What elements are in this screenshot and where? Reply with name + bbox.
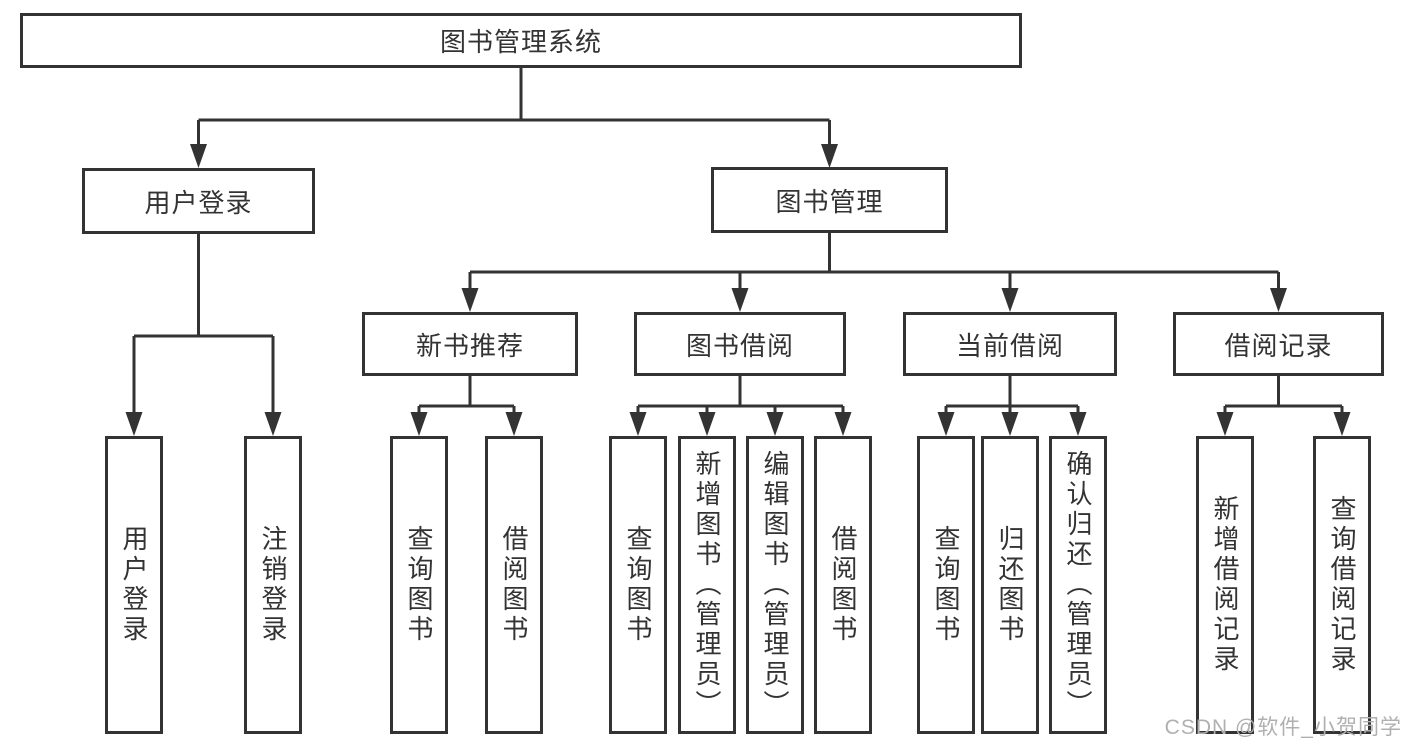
node-label: 图书管理 [775, 186, 884, 217]
node-add-borrow-record: 新增借阅记录 [1196, 436, 1254, 734]
node-label: 用户登录 [144, 187, 253, 218]
node-label: 借阅图书 [499, 525, 529, 645]
node-label: 查询图书 [623, 525, 653, 645]
node-label: 当前借阅 [955, 330, 1064, 361]
node-label: 借阅图书 [828, 525, 858, 645]
arrowhead [505, 412, 523, 436]
arrowhead [766, 412, 784, 436]
arrowhead [1333, 412, 1351, 436]
node-label: 查询借阅记录 [1327, 495, 1357, 675]
arrowhead [461, 288, 479, 312]
node-logout-action: 注销登录 [244, 436, 302, 734]
node-return-books: 归还图书 [981, 436, 1039, 734]
node-query-books-current: 查询图书 [917, 436, 975, 734]
arrowhead [937, 412, 955, 436]
arrowhead [125, 412, 143, 436]
node-borrow-books-recommend: 借阅图书 [485, 436, 543, 734]
node-add-books-admin: 新增图书（管理员） [678, 436, 736, 734]
arrowhead [410, 412, 428, 436]
arrowhead [1069, 412, 1087, 436]
arrowhead [1216, 412, 1234, 436]
arrowhead [629, 412, 647, 436]
node-confirm-return-admin: 确认归还（管理员） [1049, 436, 1107, 734]
arrowhead [834, 412, 852, 436]
arrowhead [1001, 412, 1019, 436]
node-label: 用户登录 [119, 525, 149, 645]
node-query-books-borrowing: 查询图书 [609, 436, 667, 734]
arrowhead [821, 144, 838, 168]
node-book-management: 图书管理 [711, 167, 948, 233]
watermark: CSDN @软件_小贺同学 [1164, 716, 1402, 739]
arrowhead [1270, 288, 1287, 312]
node-query-borrow-record: 查询借阅记录 [1313, 436, 1371, 734]
node-label: 图书管理系统 [439, 27, 602, 57]
arrowhead [190, 144, 207, 168]
node-label: 新增借阅记录 [1210, 495, 1240, 675]
node-edit-books-admin: 编辑图书（管理员） [746, 436, 804, 734]
node-label: 图书借阅 [685, 330, 794, 361]
node-new-book-recommendation: 新书推荐 [362, 312, 578, 376]
node-user-login: 用户登录 [82, 168, 315, 234]
node-user-login-action: 用户登录 [105, 436, 163, 734]
node-label: 新书推荐 [415, 330, 524, 361]
node-current-borrowing: 当前借阅 [903, 312, 1117, 376]
node-query-books-recommend: 查询图书 [390, 436, 448, 734]
node-borrow-books-action: 借阅图书 [814, 436, 872, 734]
node-label: 新增图书（管理员） [692, 450, 722, 720]
node-book-borrowing: 图书借阅 [634, 312, 846, 376]
node-label: 归还图书 [995, 525, 1025, 645]
arrowhead [731, 288, 749, 312]
node-label: 查询图书 [931, 525, 961, 645]
node-library-management-system: 图书管理系统 [20, 13, 1022, 68]
node-label: 编辑图书（管理员） [760, 450, 790, 720]
node-label: 确认归还（管理员） [1063, 450, 1093, 720]
node-label: 注销登录 [258, 525, 288, 645]
arrowhead [698, 412, 716, 436]
node-borrowing-records: 借阅记录 [1173, 312, 1384, 376]
node-label: 借阅记录 [1224, 330, 1333, 361]
arrowhead [1001, 288, 1019, 312]
node-label: 查询图书 [404, 525, 434, 645]
arrowhead [264, 412, 282, 436]
